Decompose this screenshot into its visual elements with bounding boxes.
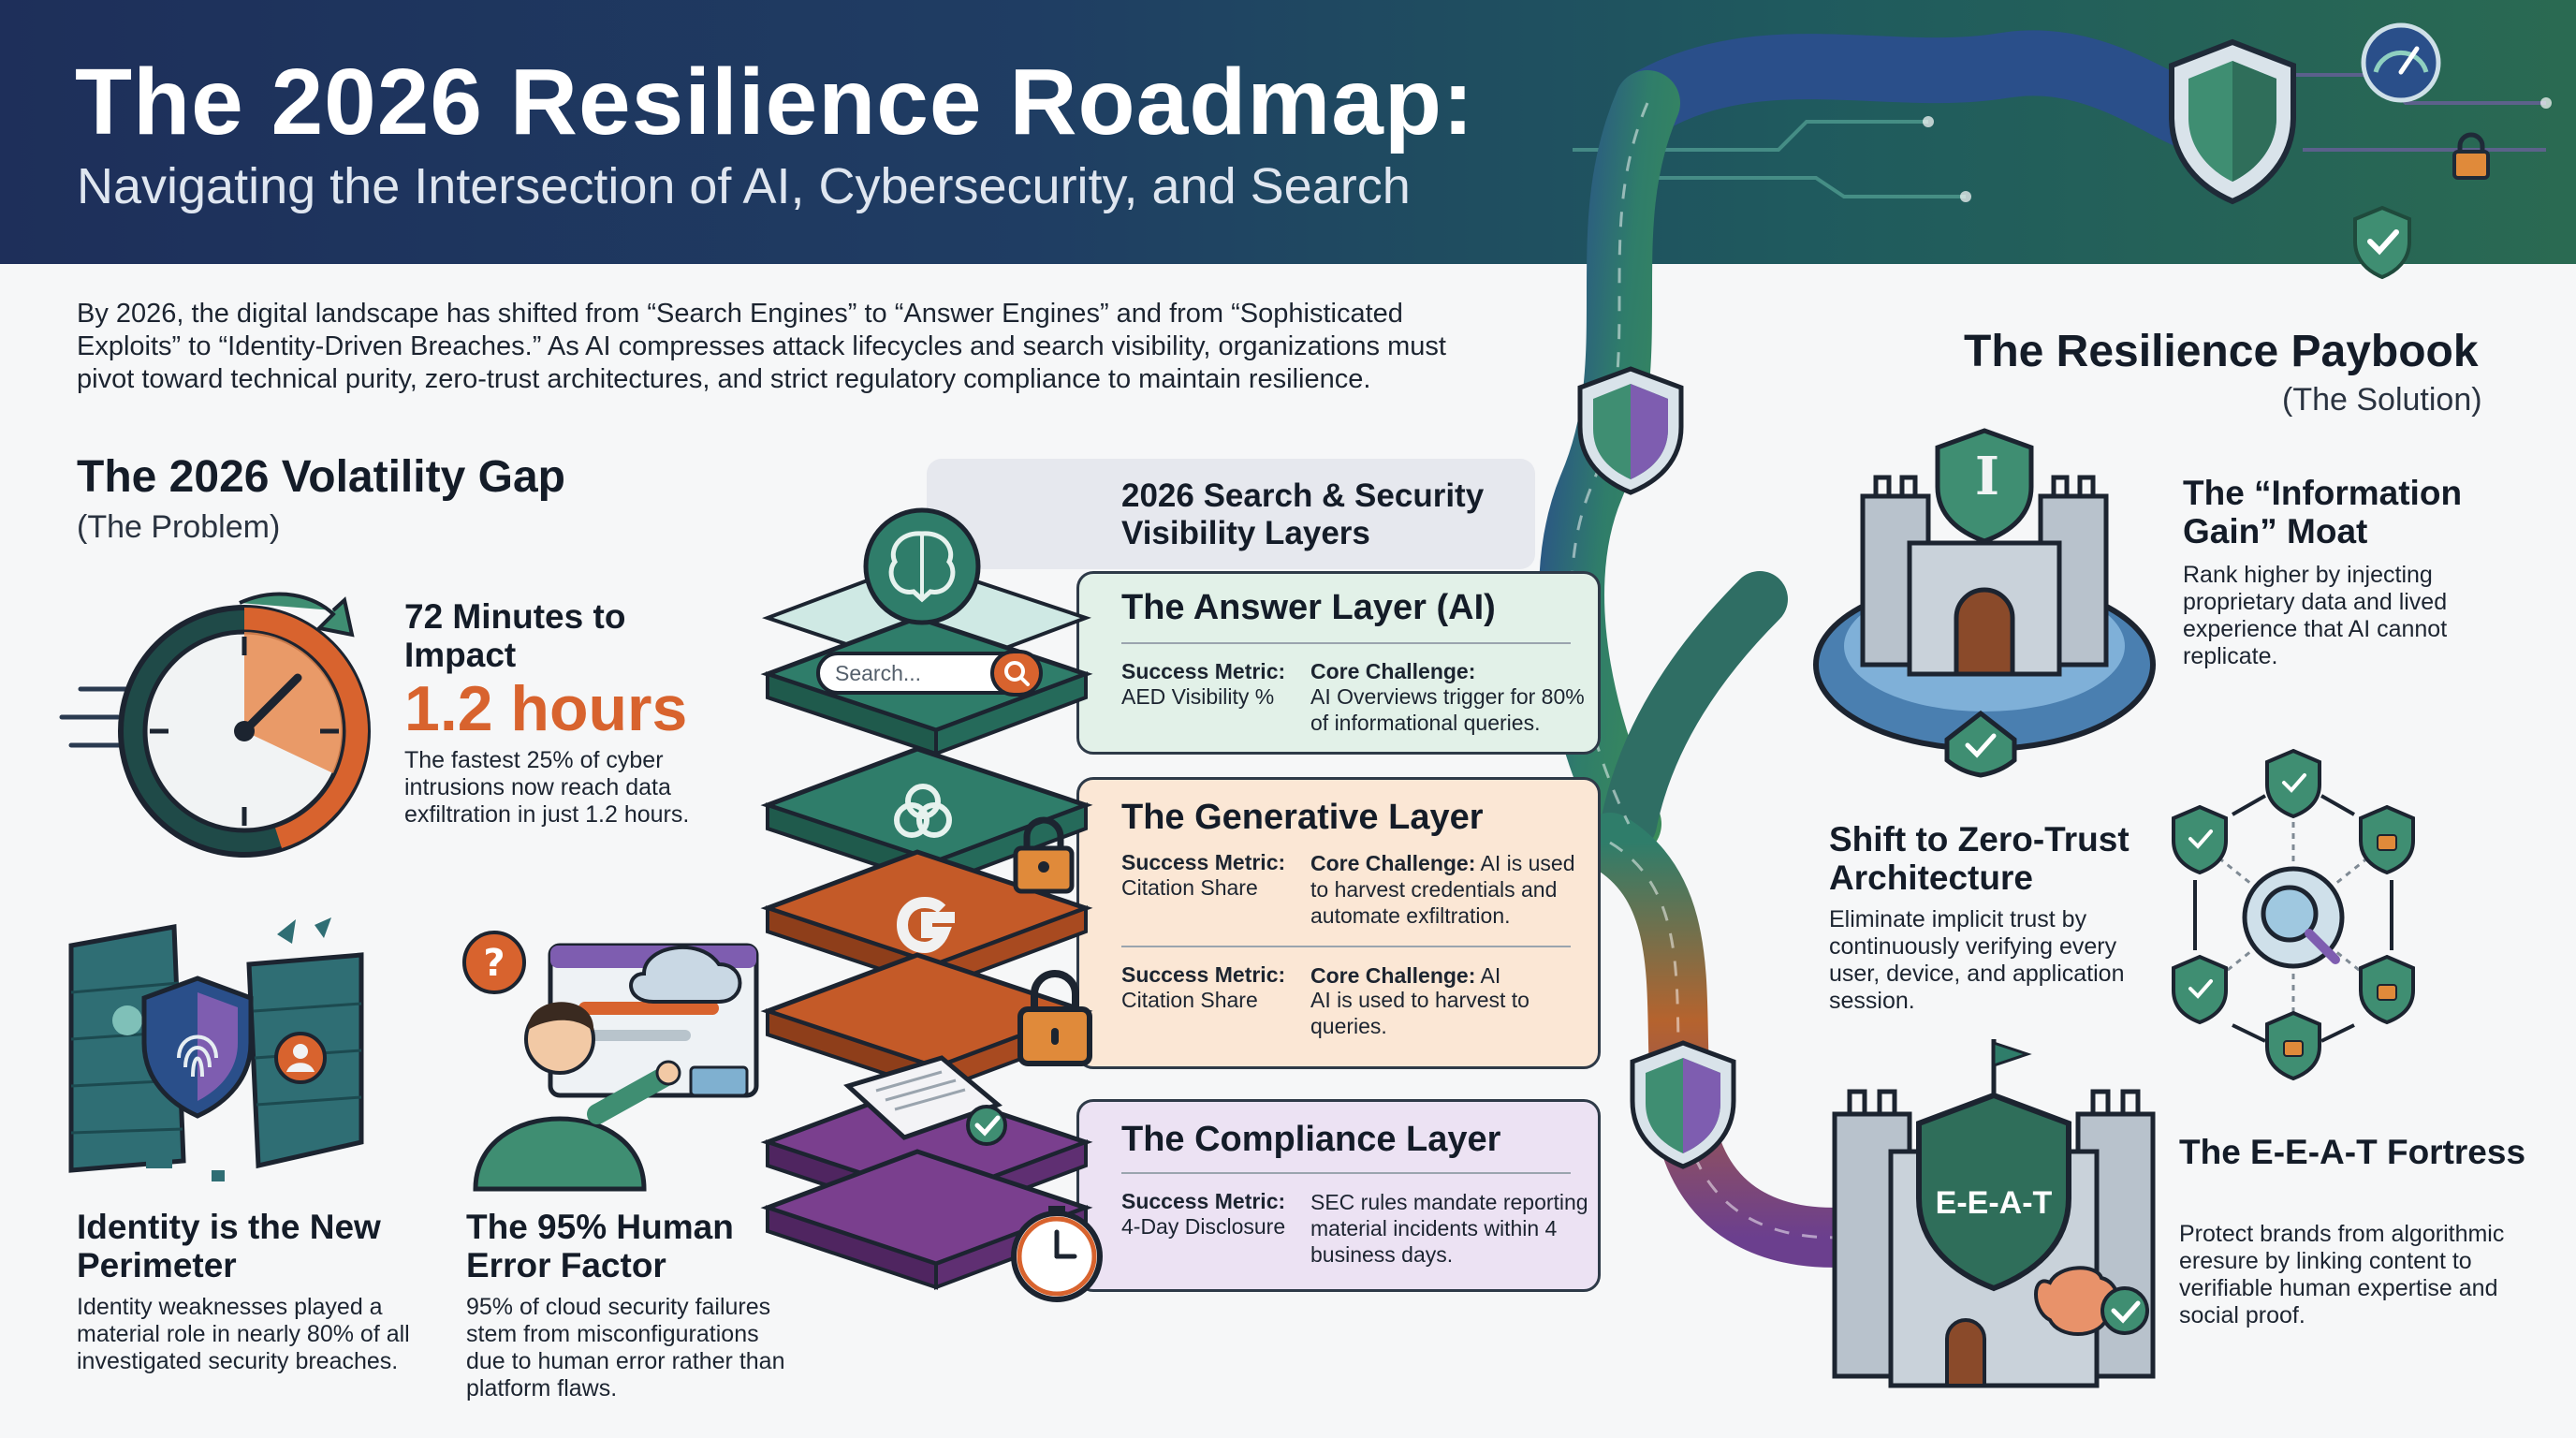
solution-subtitle: (The Solution) bbox=[2282, 382, 2482, 418]
speedometer-icon bbox=[2361, 22, 2441, 103]
generative-challenge: Core Challenge: AI is used to harvest cr… bbox=[1310, 850, 1591, 929]
identity-text: Identity weaknesses played a material ro… bbox=[77, 1294, 410, 1374]
human-error-heading: The 95% Human Error Factor bbox=[466, 1208, 734, 1284]
shield-icon bbox=[1577, 366, 1684, 495]
generative-challenge-label: Core Challenge: bbox=[1310, 851, 1476, 875]
compliance-metric-value: 4-Day Disclosure bbox=[1121, 1214, 1286, 1239]
panel-divider bbox=[1121, 946, 1571, 947]
google-g-icon bbox=[896, 896, 955, 954]
fortress-icon bbox=[1832, 1039, 2156, 1388]
layer-stack-illustration bbox=[760, 559, 1093, 1290]
shield-check-icon bbox=[2353, 205, 2411, 280]
moat-heading: The “Information Gain” Moat bbox=[2183, 474, 2463, 550]
castle-icon bbox=[1813, 428, 2156, 778]
padlock-icon bbox=[1017, 970, 1092, 1066]
zero-trust-diagram bbox=[2172, 748, 2415, 1081]
answer-metric-value: AED Visibility % bbox=[1121, 684, 1275, 709]
cracked-wall-icon bbox=[68, 917, 364, 1181]
page-subtitle: Navigating the Intersection of AI, Cyber… bbox=[77, 158, 1411, 214]
search-placeholder: Search... bbox=[835, 661, 922, 685]
generative-layer-panel bbox=[1076, 777, 1601, 1069]
answer-challenge-text: AI Overviews trigger for 80% of informat… bbox=[1310, 684, 1585, 735]
solution-title: The Resilience Paybook bbox=[1964, 327, 2479, 376]
moat-text: Rank higher by injecting proprietary dat… bbox=[2183, 562, 2448, 669]
shield-icon bbox=[1630, 1040, 1736, 1169]
panel-divider bbox=[1121, 642, 1571, 644]
compliance-layer-title: The Compliance Layer bbox=[1121, 1120, 1501, 1159]
answer-metric-label: Success Metric: bbox=[1121, 659, 1286, 683]
stopwatch-icon bbox=[59, 592, 371, 858]
shield-check-icon bbox=[2169, 38, 2296, 205]
document-check-icon bbox=[843, 1055, 1007, 1146]
generative-metric-label: Success Metric: bbox=[1121, 850, 1286, 874]
impact-heading: 72 Minutes to Impact bbox=[404, 597, 626, 674]
answer-layer-title: The Answer Layer (AI) bbox=[1121, 588, 1496, 627]
generative-metric-value-2: Citation Share bbox=[1121, 988, 1258, 1012]
generative-challenge-text-2: AI is used to harvest to queries. bbox=[1310, 988, 1530, 1038]
eeat-badge: E-E-A-T bbox=[1935, 1185, 2053, 1221]
clock-icon bbox=[1011, 1206, 1103, 1302]
person-thinking-icon: ? bbox=[462, 931, 759, 1192]
zero-trust-heading: Shift to Zero-Trust Architecture bbox=[1829, 820, 2130, 897]
search-icon[interactable] bbox=[990, 650, 1043, 697]
compliance-layer-panel bbox=[1076, 1099, 1601, 1292]
eeat-heading: The E-E-A-T Fortress bbox=[2179, 1133, 2526, 1171]
generative-challenge-2-head: Core Challenge: AI bbox=[1310, 962, 1591, 989]
fingerprint-shield-icon bbox=[141, 976, 254, 1119]
impact-value: 1.2 hours bbox=[404, 673, 688, 744]
problem-subtitle: (The Problem) bbox=[77, 509, 281, 545]
openai-icon bbox=[894, 784, 952, 838]
compliance-challenge-text: SEC rules mandate reporting material inc… bbox=[1310, 1190, 1588, 1267]
generative-challenge-text: AI is used to harvest credentials and au… bbox=[1310, 851, 1575, 928]
moat-badge: I bbox=[1974, 446, 2000, 507]
zero-trust-text: Eliminate implicit trust by continuously… bbox=[1829, 906, 2125, 1014]
generative-challenge-label-2: Core Challenge: bbox=[1310, 963, 1476, 988]
layers-header: 2026 Search & Security Visibility Layers bbox=[1121, 477, 1485, 551]
answer-challenge-label: Core Challenge: bbox=[1310, 659, 1476, 683]
page-title: The 2026 Resilience Roadmap: bbox=[75, 50, 1475, 154]
generative-metric-label-2: Success Metric: bbox=[1121, 962, 1286, 987]
layers-header-box bbox=[927, 459, 1535, 569]
answer-layer-panel bbox=[1076, 571, 1601, 755]
compliance-metric-label: Success Metric: bbox=[1121, 1189, 1286, 1213]
svg-text:?: ? bbox=[483, 942, 505, 985]
eeat-text: Protect brands from algorithmic eresure … bbox=[2179, 1221, 2505, 1328]
intro-paragraph: By 2026, the digital landscape has shift… bbox=[77, 299, 1446, 394]
problem-title: The 2026 Volatility Gap bbox=[77, 452, 565, 502]
impact-text: The fastest 25% of cyber intrusions now … bbox=[404, 747, 690, 828]
panel-divider bbox=[1121, 1172, 1571, 1174]
identity-heading: Identity is the New Perimeter bbox=[77, 1208, 381, 1284]
generative-metric-value: Citation Share bbox=[1121, 875, 1258, 900]
padlock-icon bbox=[1013, 816, 1075, 894]
padlock-icon bbox=[2452, 132, 2490, 180]
generative-challenge-word-2: AI bbox=[1475, 963, 1501, 988]
human-error-text: 95% of cloud security failures stem from… bbox=[466, 1294, 785, 1401]
generative-layer-title: The Generative Layer bbox=[1121, 798, 1484, 837]
brain-icon bbox=[863, 507, 981, 625]
